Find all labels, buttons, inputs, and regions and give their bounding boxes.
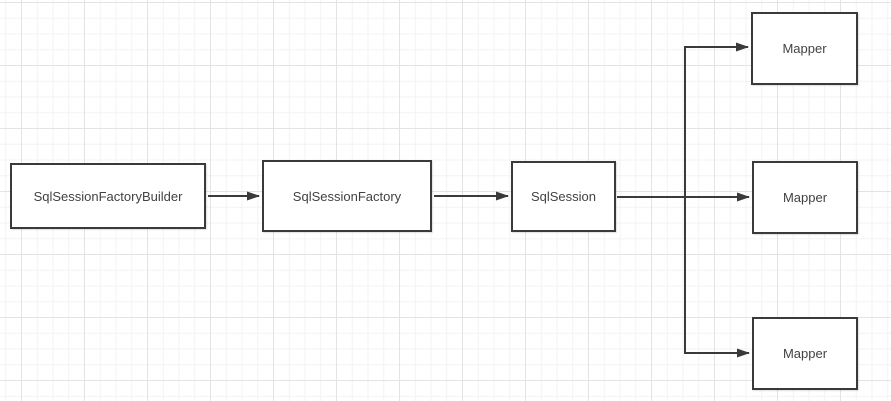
node-sql-session-factory[interactable]: SqlSessionFactory [262, 160, 432, 232]
edge-session-to-mapper-bottom[interactable] [684, 197, 750, 358]
node-label: SqlSessionFactory [292, 188, 402, 204]
node-sql-session-factory-builder[interactable]: SqlSessionFactoryBuilder [10, 163, 206, 229]
node-sql-session[interactable]: SqlSession [511, 161, 616, 232]
node-label: Mapper [782, 41, 827, 56]
node-label: SqlSessionFactoryBuilder [33, 188, 183, 204]
node-mapper-middle[interactable]: Mapper [752, 161, 858, 234]
node-mapper-top[interactable]: Mapper [751, 12, 858, 85]
node-mapper-bottom[interactable]: Mapper [752, 317, 858, 390]
node-label: Mapper [782, 190, 828, 205]
node-label: SqlSession [530, 189, 597, 204]
node-label: Mapper [782, 346, 828, 361]
edge-session-to-mapper-top[interactable] [684, 42, 749, 197]
